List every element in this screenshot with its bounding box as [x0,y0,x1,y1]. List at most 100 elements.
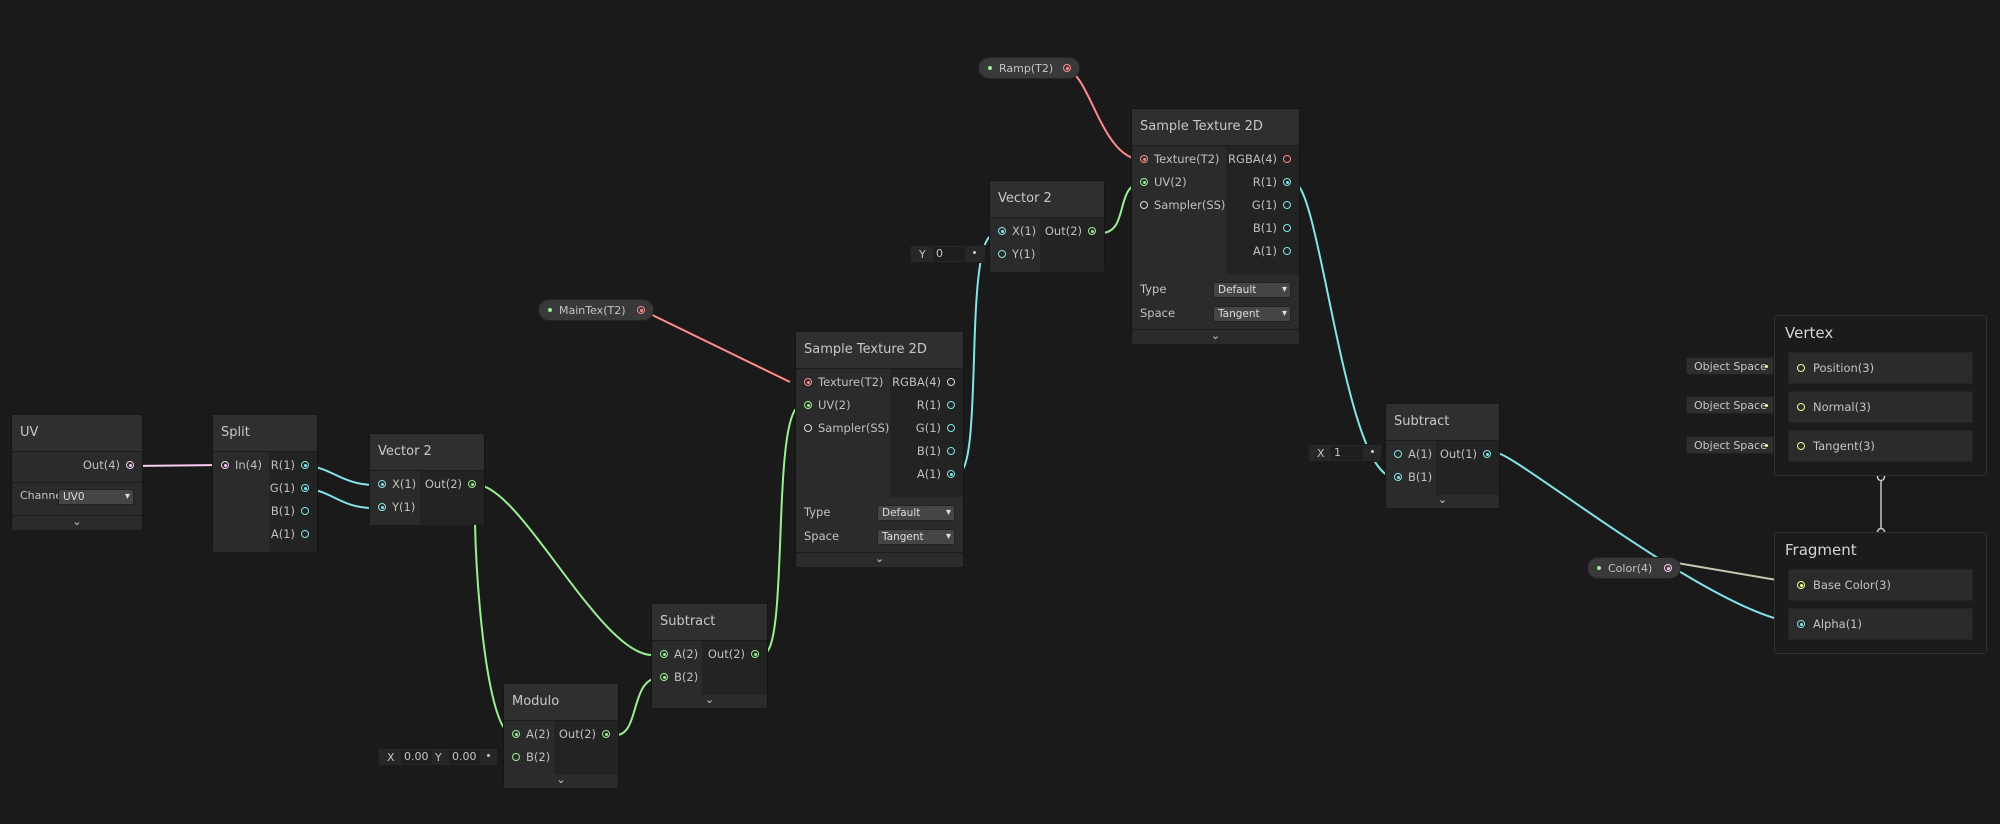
fragment-block-base-color[interactable]: Base Color(3) [1788,569,1973,601]
port-dot-icon[interactable] [126,461,134,469]
input-port[interactable]: In(4) [213,454,269,477]
output-port-r[interactable]: R(1) [269,454,317,477]
port-dot-icon[interactable] [804,424,812,432]
port-dot-icon[interactable] [221,461,229,469]
input-port-sampler[interactable]: Sampler(SS) [796,417,890,440]
maintex-property-node[interactable]: MainTex(T2) [538,299,654,321]
port-dot-icon[interactable] [804,378,812,386]
output-port-rgba[interactable]: RGBA(4) [1226,148,1299,171]
sample-texture-node-a[interactable]: Sample Texture 2D Texture(T2) UV(2) Samp… [795,331,964,567]
y-value-field[interactable]: 0.00 [449,750,480,764]
input-port-a[interactable]: A(2) [504,723,554,746]
vector2-node-b[interactable]: Vector 2 X(1) Y(1) Out(2) [989,180,1105,272]
port-dot-icon[interactable] [301,530,309,538]
port-dot-icon[interactable] [1797,442,1805,450]
ramp-property-node[interactable]: Ramp(T2) [978,57,1080,79]
chevron-down-icon[interactable]: ⌄ [652,693,767,708]
vertex-block-position[interactable]: Position(3) [1788,352,1973,384]
output-port-a[interactable]: A(1) [1226,240,1299,263]
port-dot-icon[interactable] [660,673,668,681]
port-dot-icon[interactable] [660,650,668,658]
port-dot-icon[interactable] [1797,620,1805,628]
type-dropdown[interactable]: Default [877,505,955,521]
input-port-texture[interactable]: Texture(T2) [796,371,890,394]
port-dot-icon[interactable] [804,401,812,409]
port-dot-icon[interactable] [1283,247,1291,255]
port-dot-icon[interactable] [1394,473,1402,481]
port-dot-icon[interactable] [378,503,386,511]
output-port[interactable]: Out(2) [554,723,618,746]
port-dot-icon[interactable] [998,250,1006,258]
port-dot-icon[interactable] [1283,224,1291,232]
subtract-b-a-inline-input[interactable]: X 1 [1308,444,1382,462]
port-dot-icon[interactable] [637,306,645,314]
output-port-a[interactable]: A(1) [269,523,317,546]
input-port-b[interactable]: B(1) [1386,466,1436,489]
sample-texture-node-b[interactable]: Sample Texture 2D Texture(T2) UV(2) Samp… [1131,108,1300,344]
output-port-g[interactable]: G(1) [269,477,317,500]
input-port-a[interactable]: A(2) [652,643,702,666]
port-dot-icon[interactable] [1140,178,1148,186]
port-dot-icon[interactable] [1797,403,1805,411]
y-value-field[interactable]: 0 [933,247,965,261]
port-dot-icon[interactable] [1797,581,1805,589]
port-dot-icon[interactable] [947,378,955,386]
type-dropdown[interactable]: Default [1213,282,1291,298]
port-dot-icon[interactable] [1664,564,1672,572]
output-port-a[interactable]: A(1) [890,463,963,486]
modulo-node[interactable]: Modulo A(2) B(2) Out(2) ⌄ [503,683,619,789]
position-space-label[interactable]: Object Space [1686,357,1774,375]
output-port[interactable]: Out(2) [420,473,484,496]
fragment-block-alpha[interactable]: Alpha(1) [1788,608,1973,640]
channel-dropdown[interactable]: UV0 [58,489,134,505]
output-port-rgba[interactable]: RGBA(4) [890,371,963,394]
subtract-node-b[interactable]: Subtract A(1) B(1) Out(1) ⌄ [1385,403,1500,509]
input-port-b[interactable]: B(2) [504,746,554,769]
tangent-space-label[interactable]: Object Space [1686,436,1774,454]
port-dot-icon[interactable] [1063,64,1071,72]
chevron-down-icon[interactable]: ⌄ [1132,329,1299,344]
input-port-x[interactable]: X(1) [990,220,1040,243]
input-port-sampler[interactable]: Sampler(SS) [1132,194,1226,217]
port-dot-icon[interactable] [1088,227,1096,235]
port-dot-icon[interactable] [1140,155,1148,163]
port-dot-icon[interactable] [947,401,955,409]
output-port[interactable]: Out(2) [702,643,767,666]
fragment-context[interactable]: Fragment Base Color(3) Alpha(1) [1774,532,1987,654]
port-dot-icon[interactable] [751,650,759,658]
output-port-g[interactable]: G(1) [1226,194,1299,217]
vertex-context[interactable]: Vertex Position(3) Normal(3) Tangent(3) [1774,315,1987,476]
port-dot-icon[interactable] [378,480,386,488]
vector2-b-y-inline-input[interactable]: Y 0 [910,245,986,263]
port-dot-icon[interactable] [947,424,955,432]
input-port-texture[interactable]: Texture(T2) [1132,148,1226,171]
port-dot-icon[interactable] [468,480,476,488]
output-port-g[interactable]: G(1) [890,417,963,440]
split-node[interactable]: Split In(4) R(1) G(1) B(1) A(1) [212,414,318,552]
input-port-y[interactable]: Y(1) [990,243,1040,266]
output-port[interactable]: Out(2) [1040,220,1104,243]
output-port[interactable]: Out(1) [1436,443,1499,466]
port-dot-icon[interactable] [998,227,1006,235]
input-port-x[interactable]: X(1) [370,473,420,496]
vertex-block-tangent[interactable]: Tangent(3) [1788,430,1973,462]
color-property-node[interactable]: Color(4) [1587,557,1681,579]
output-port-r[interactable]: R(1) [1226,171,1299,194]
x-value-field[interactable]: 1 [1331,446,1363,460]
space-dropdown[interactable]: Tangent [877,529,955,545]
chevron-down-icon[interactable]: ⌄ [12,515,142,530]
input-port-uv[interactable]: UV(2) [1132,171,1226,194]
chevron-down-icon[interactable]: ⌄ [796,552,963,567]
port-dot-icon[interactable] [301,461,309,469]
output-port-b[interactable]: B(1) [890,440,963,463]
subtract-node-a[interactable]: Subtract A(2) B(2) Out(2) ⌄ [651,603,768,709]
input-port-y[interactable]: Y(1) [370,496,420,519]
space-dropdown[interactable]: Tangent [1213,306,1291,322]
port-dot-icon[interactable] [512,753,520,761]
uv-node[interactable]: UV Out(4) Channe UV0 ⌄ [11,414,143,530]
output-port-b[interactable]: B(1) [1226,217,1299,240]
normal-space-label[interactable]: Object Space [1686,396,1774,414]
port-dot-icon[interactable] [1394,450,1402,458]
port-dot-icon[interactable] [301,507,309,515]
output-port-r[interactable]: R(1) [890,394,963,417]
